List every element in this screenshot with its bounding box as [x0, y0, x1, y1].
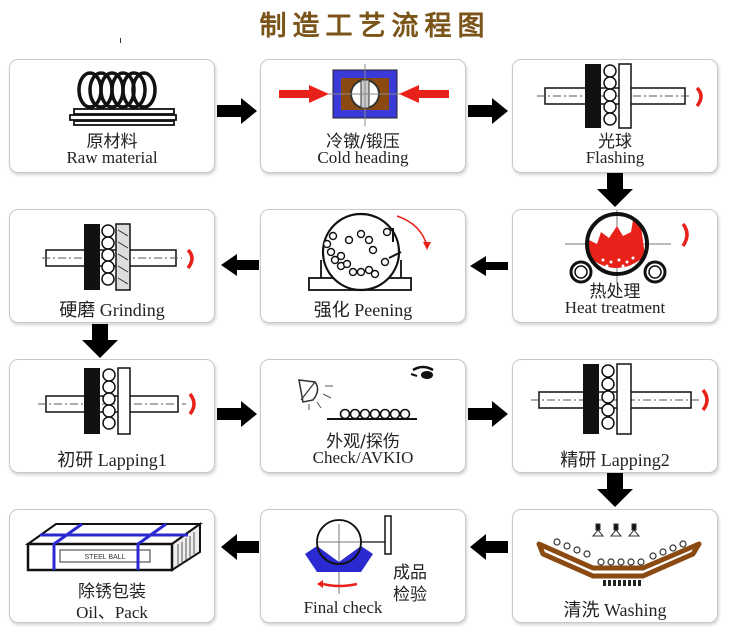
step-lapping2: 精研 Lapping2: [512, 359, 718, 473]
arrow-right-icon: [468, 98, 508, 124]
page-title: 制造工艺流程图: [259, 11, 491, 42]
step-label-zh: 热处理: [589, 282, 641, 302]
step-label: 清洗 Washing: [563, 600, 667, 620]
step-label-en: Heat treatment: [564, 298, 666, 317]
box-label: STEEL BALL: [85, 554, 126, 561]
step-grinding: 硬磨 Grinding: [9, 209, 215, 323]
step-label-en: Raw material: [66, 148, 158, 167]
step-heat-treatment: 热处理 Heat treatment: [512, 209, 718, 323]
washing-conveyor-icon: [536, 523, 702, 586]
step-label-en: Peening: [354, 300, 413, 320]
wire-coil-icon: [69, 71, 177, 126]
step-label-zh: 除锈包装: [78, 582, 146, 602]
step-raw-material: 原材料 Raw material: [9, 59, 215, 173]
step-label-zh: 强化: [313, 300, 350, 320]
step-label-zh: 冷镦/锻压: [326, 132, 400, 152]
step-flashing: 光球 Flashing: [512, 59, 718, 173]
arrow-left-icon: [221, 254, 259, 276]
arrow-down-icon: [597, 173, 633, 207]
step-cold-heading: 冷镦/锻压 Cold heading: [260, 59, 466, 173]
step-oil-pack: STEEL BALL 除锈包装 Oil、Pack: [9, 509, 215, 623]
arrow-left-icon: [470, 256, 508, 276]
lapping-plate-icon: [38, 367, 196, 435]
step-peening: 强化 Peening: [260, 209, 466, 323]
spray-nozzle-icon: [591, 523, 641, 537]
arrow-down-icon: [597, 473, 633, 507]
step-lapping1: 初研 Lapping1: [9, 359, 215, 473]
cold-heading-die-icon: [279, 64, 449, 126]
step-label-zh: 外观/探伤: [326, 432, 400, 452]
peening-drum-icon: [308, 212, 431, 292]
step-check-avkio: 外观/探伤 Check/AVKIO: [260, 359, 466, 473]
step-label-zh: 光球: [598, 132, 632, 152]
step-label: 精研 Lapping2: [560, 450, 670, 470]
step-final-check: 成品 检验 Final check: [260, 509, 466, 623]
step-label-en: Cold heading: [317, 148, 409, 167]
arrow-right-icon: [468, 401, 508, 427]
inspection-lamp-icon: [298, 365, 434, 420]
furnace-icon: [565, 210, 689, 284]
flashing-plate-icon: [537, 63, 703, 129]
step-washing: 清洗 Washing: [512, 509, 718, 623]
packed-box-icon: STEEL BALL: [24, 522, 204, 572]
arrow-down-icon: [82, 324, 118, 358]
tick-mark: [120, 38, 121, 43]
step-label-zh: 原材料: [86, 132, 138, 152]
step-label-full: 强化 Peening: [261, 296, 465, 322]
arrow-left-icon: [221, 534, 259, 560]
step-label-zh-line2: 检验: [393, 585, 427, 605]
v-block-gauge-icon: [305, 515, 392, 594]
step-label-en: Oil、Pack: [76, 603, 148, 622]
arrow-right-icon: [217, 98, 257, 124]
step-label: 初研 Lapping1: [57, 450, 167, 470]
step-label-zh-line1: 成品: [393, 563, 427, 583]
step-label-en: Flashing: [585, 148, 645, 167]
step-label-en: Final check: [303, 598, 383, 617]
eye-icon: [410, 365, 434, 379]
grinding-plate-icon: [42, 223, 194, 291]
lapping-plate-icon: [531, 363, 709, 435]
step-label-zh: 成品 检验: [393, 562, 453, 606]
step-label-en: Check/AVKIO: [312, 448, 414, 467]
arrow-left-icon: [470, 534, 508, 560]
arrow-right-icon: [217, 401, 257, 427]
step-label: 硬磨 Grinding: [59, 300, 165, 320]
